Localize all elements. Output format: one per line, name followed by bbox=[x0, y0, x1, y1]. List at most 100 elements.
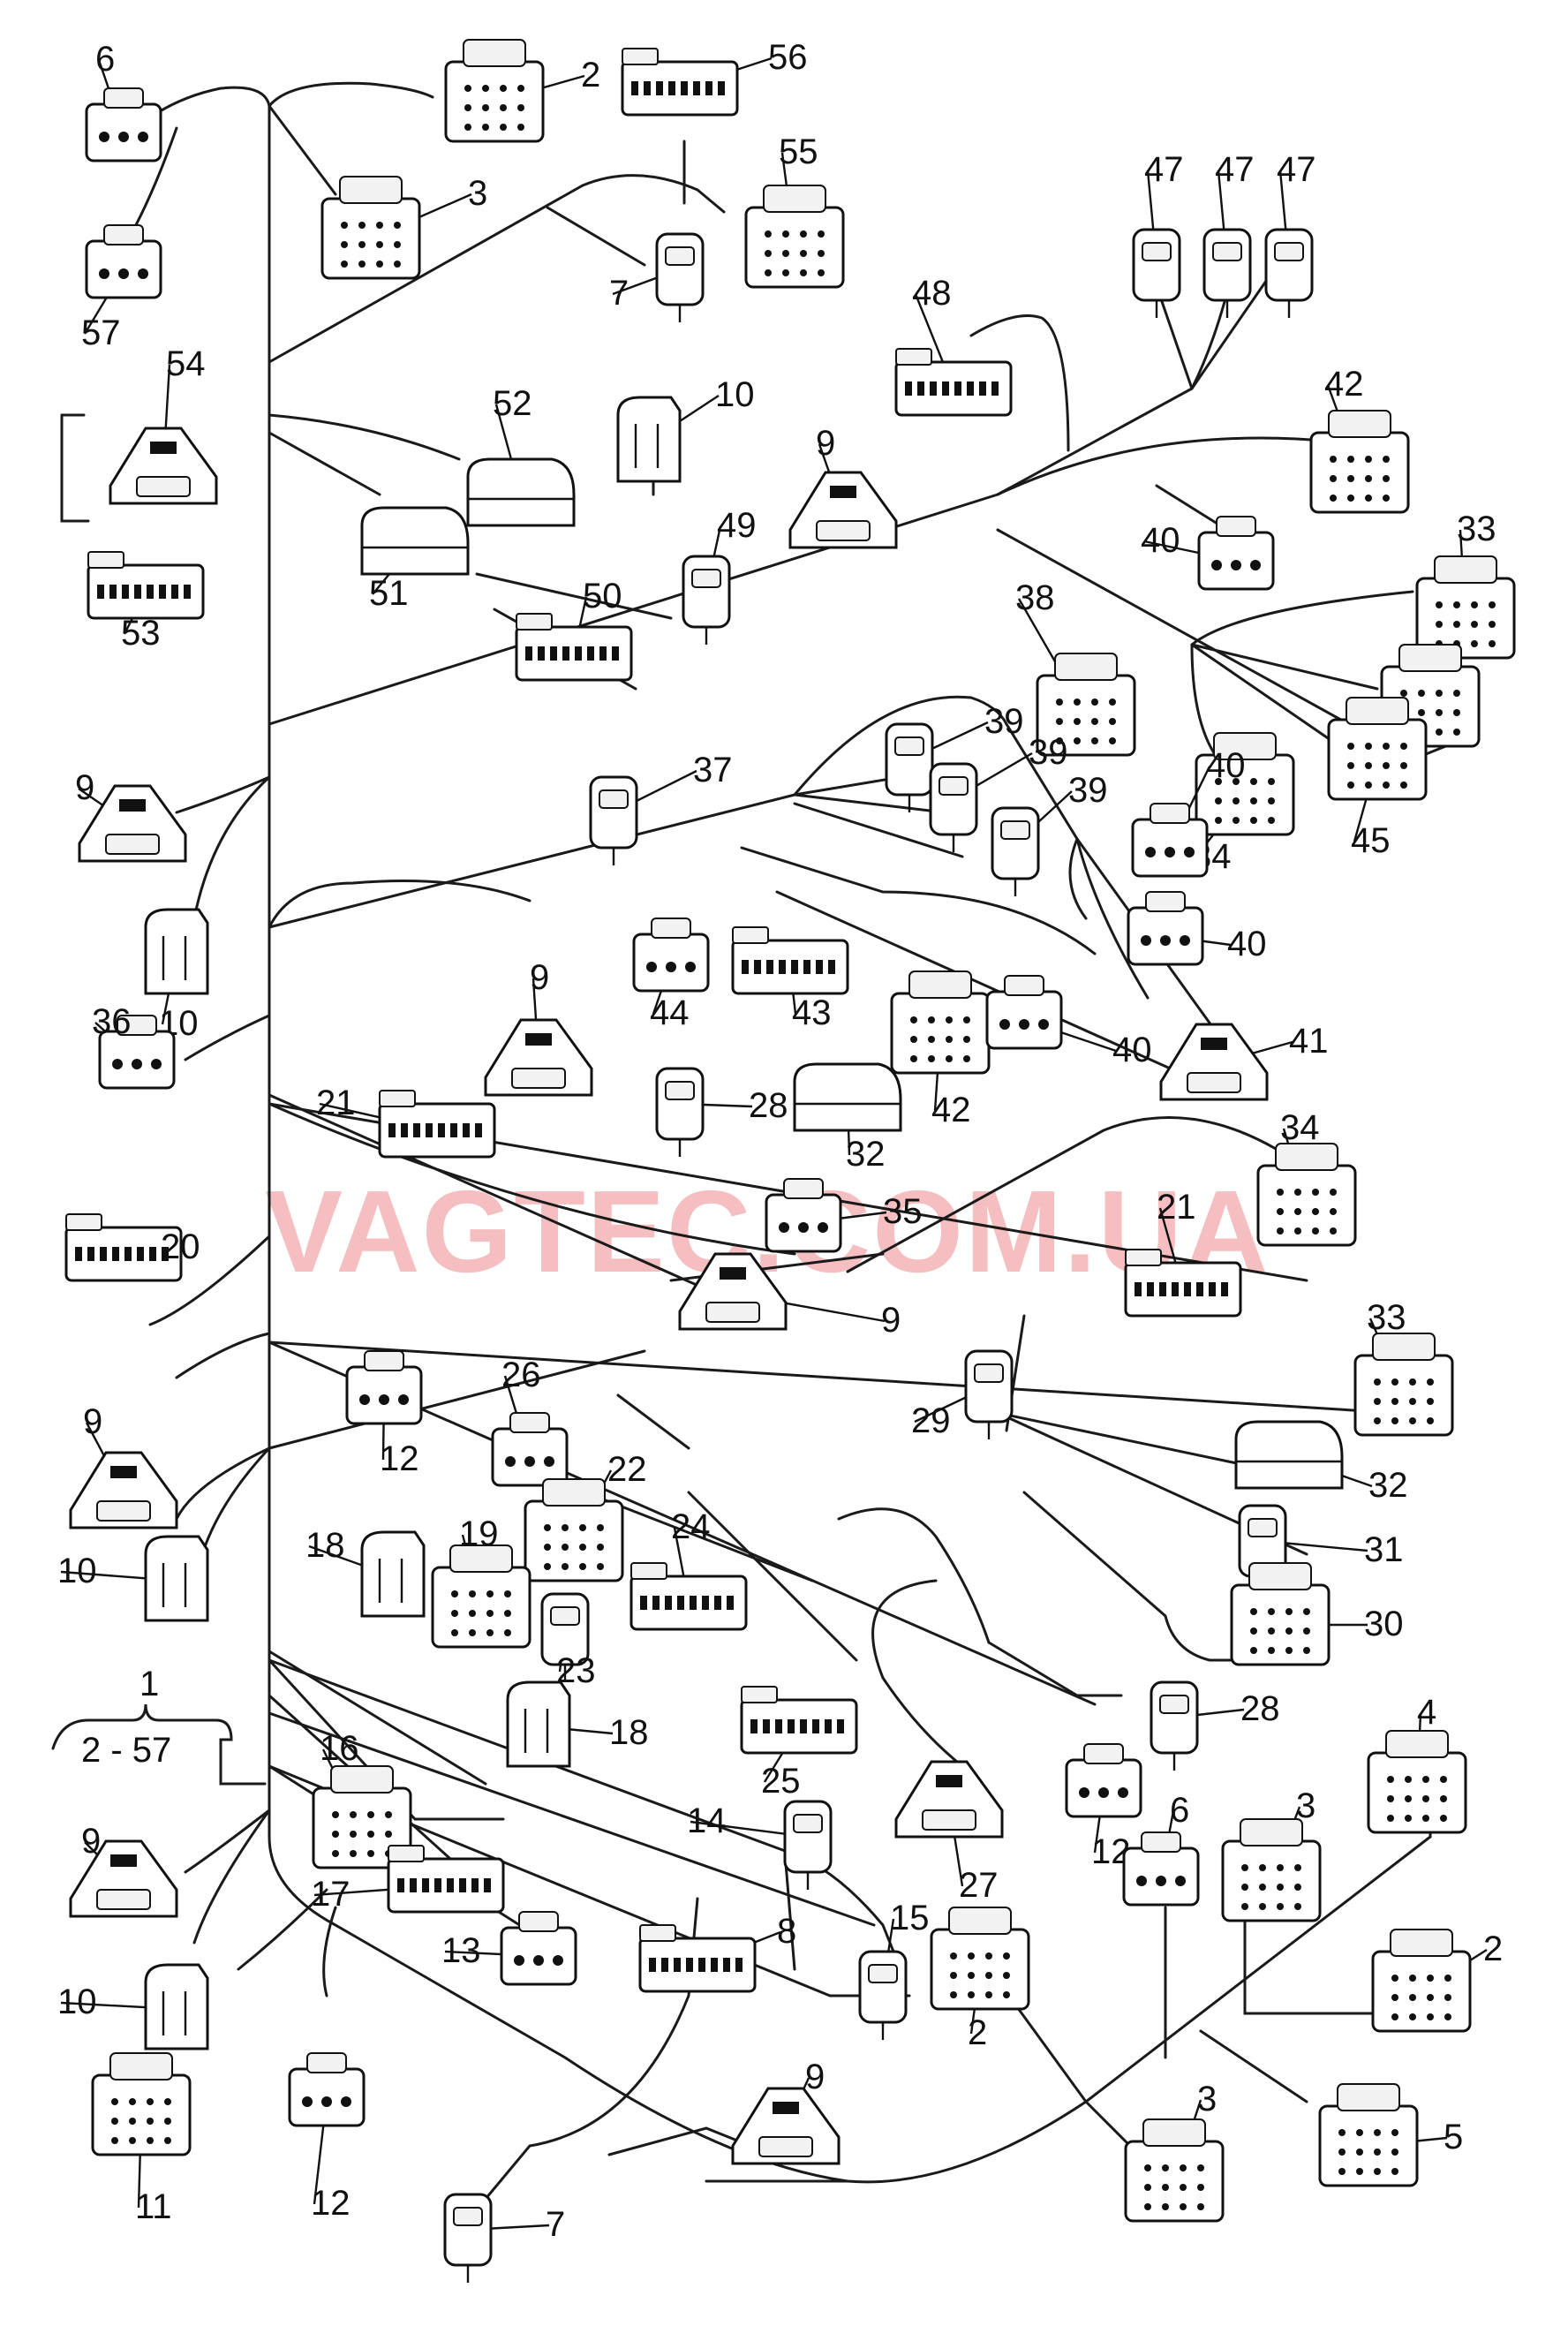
connector-label: 2 bbox=[581, 56, 600, 94]
connector-label: 3 bbox=[1197, 2080, 1217, 2118]
connector-label: 53 bbox=[121, 614, 161, 653]
connector-20: 20 bbox=[64, 1213, 200, 1282]
connector-38: 38 bbox=[1015, 578, 1136, 757]
connector-label: 28 bbox=[749, 1086, 788, 1125]
connector-40: 40 bbox=[1127, 891, 1267, 966]
connector-24: 24 bbox=[629, 1507, 748, 1631]
connector-label: 32 bbox=[846, 1135, 886, 1174]
connector-52: 52 bbox=[466, 384, 576, 527]
connector-37: 37 bbox=[589, 751, 733, 865]
connector-9: 9 bbox=[678, 1252, 901, 1340]
connector-35: 35 bbox=[765, 1178, 923, 1253]
connector-9: 9 bbox=[69, 1402, 178, 1529]
connector-40: 40 bbox=[985, 975, 1152, 1069]
connector-label: 14 bbox=[687, 1801, 727, 1840]
connector-label: 8 bbox=[777, 1912, 796, 1951]
connector-label: 35 bbox=[883, 1192, 923, 1231]
connector-label: 57 bbox=[81, 313, 121, 352]
connector-3: 3 bbox=[1124, 2080, 1225, 2223]
connector-label: 33 bbox=[1457, 510, 1496, 548]
connector-label: 6 bbox=[1170, 1791, 1189, 1830]
connector-label: 32 bbox=[1368, 1466, 1408, 1505]
connector-label: 39 bbox=[1068, 771, 1108, 810]
connector-41: 41 bbox=[1159, 1022, 1329, 1101]
connector-18: 18 bbox=[506, 1680, 649, 1768]
connector-label: 40 bbox=[1227, 925, 1267, 963]
connector-label: 18 bbox=[305, 1526, 345, 1565]
connector-label: 10 bbox=[57, 1982, 97, 2021]
connector-32: 32 bbox=[1234, 1420, 1408, 1505]
connector-label: 21 bbox=[1157, 1188, 1196, 1227]
connector-label: 39 bbox=[1029, 733, 1068, 772]
connector-label: 3 bbox=[1296, 1786, 1315, 1825]
group-range: 2 - 57 bbox=[81, 1731, 171, 1770]
connector-12: 12 bbox=[345, 1350, 423, 1478]
connector-label: 16 bbox=[320, 1729, 359, 1768]
connector-label: 38 bbox=[1015, 578, 1055, 617]
connector-label: 26 bbox=[501, 1356, 541, 1394]
connector-label: 31 bbox=[1364, 1530, 1404, 1569]
connector-48: 48 bbox=[894, 274, 1013, 417]
connector-51: 51 bbox=[360, 506, 470, 613]
connector-label: 10 bbox=[57, 1552, 97, 1590]
connector-54: 54 bbox=[109, 344, 218, 505]
connector-9: 9 bbox=[788, 424, 898, 549]
connector-45: 45 bbox=[1327, 697, 1428, 860]
connector-label: 17 bbox=[311, 1875, 351, 1914]
connector-7: 7 bbox=[443, 2193, 565, 2283]
connector-label: 56 bbox=[768, 38, 808, 77]
connector-2: 2 bbox=[930, 1907, 1030, 2052]
connector-label: 12 bbox=[311, 2184, 351, 2223]
connector-label: 9 bbox=[81, 1822, 101, 1861]
connector-30: 30 bbox=[1230, 1562, 1404, 1666]
connector-3: 3 bbox=[320, 174, 487, 280]
connector-label: 30 bbox=[1364, 1605, 1404, 1643]
connector-label: 42 bbox=[931, 1091, 971, 1129]
connector-label: 41 bbox=[1289, 1022, 1329, 1061]
connector-49: 49 bbox=[682, 506, 757, 645]
connector-17: 17 bbox=[311, 1845, 505, 1914]
connector-label: 29 bbox=[911, 1401, 951, 1440]
connector-10: 10 bbox=[57, 1535, 209, 1622]
connector-25: 25 bbox=[740, 1686, 858, 1801]
connector-33: 33 bbox=[1353, 1298, 1454, 1437]
connector-8: 8 bbox=[638, 1912, 796, 1993]
connector-14: 14 bbox=[687, 1800, 833, 1890]
connector-label: 44 bbox=[650, 993, 690, 1032]
connector-44: 44 bbox=[632, 918, 710, 1032]
connector-label: 43 bbox=[792, 993, 832, 1032]
connector-label: 40 bbox=[1112, 1031, 1152, 1069]
connector-42: 42 bbox=[890, 970, 991, 1129]
connector-label: 9 bbox=[881, 1301, 901, 1340]
connector-label: 36 bbox=[92, 1002, 132, 1041]
connector-label: 3 bbox=[468, 174, 487, 213]
connector-2: 2 bbox=[1371, 1929, 1503, 2033]
connector-label: 33 bbox=[1367, 1298, 1406, 1337]
connector-label: 54 bbox=[166, 344, 206, 383]
connector-9: 9 bbox=[69, 1822, 178, 1918]
connector-label: 25 bbox=[761, 1762, 801, 1801]
connector-13: 13 bbox=[441, 1911, 577, 1986]
connector-label: 22 bbox=[607, 1450, 647, 1489]
connector-9: 9 bbox=[731, 2058, 841, 2165]
connector-4: 4 bbox=[1367, 1693, 1467, 1834]
connector-9: 9 bbox=[484, 958, 593, 1097]
connector-10: 10 bbox=[616, 375, 755, 483]
connector-label: 37 bbox=[693, 751, 733, 789]
connector-39: 39 bbox=[885, 702, 1024, 812]
connector-10: 10 bbox=[57, 1963, 209, 2050]
connector-label: 47 bbox=[1215, 150, 1255, 189]
connector-label: 55 bbox=[779, 132, 818, 171]
connector-label: 48 bbox=[912, 274, 952, 313]
connector-28: 28 bbox=[655, 1067, 788, 1157]
connector-18: 18 bbox=[305, 1526, 426, 1618]
connector-6: 6 bbox=[85, 40, 162, 162]
connector-label: 9 bbox=[83, 1402, 102, 1441]
connector-47: 47 bbox=[1264, 150, 1316, 318]
connector-label: 13 bbox=[441, 1931, 481, 1970]
connector-label: 5 bbox=[1444, 2118, 1463, 2156]
connector-label: 45 bbox=[1351, 821, 1391, 860]
connector-label: 2 bbox=[968, 2013, 987, 2052]
connector-42: 42 bbox=[1309, 365, 1410, 514]
